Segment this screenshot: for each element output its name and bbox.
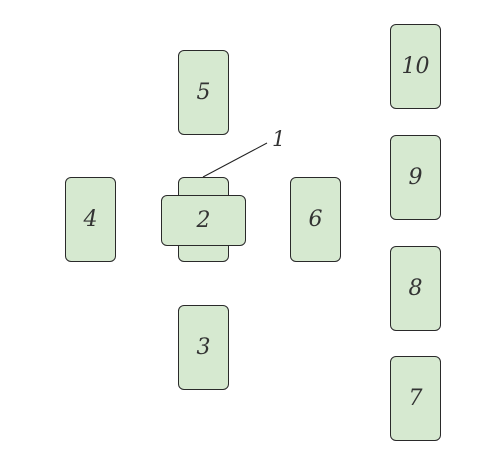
card-label-4: 4 — [83, 207, 98, 232]
card-label-6: 6 — [308, 207, 323, 232]
card-label-2: 2 — [196, 208, 211, 233]
card-label-9: 9 — [408, 165, 423, 190]
leader-line-1 — [202, 142, 268, 178]
card-position-3: 3 — [178, 305, 229, 390]
card-label-1: 1 — [272, 127, 286, 151]
card-label-10: 10 — [401, 54, 430, 79]
card-label-5: 5 — [196, 80, 211, 105]
card-position-4: 4 — [65, 177, 116, 262]
card-position-2: 2 — [161, 195, 246, 246]
card-position-10: 10 — [390, 24, 441, 109]
card-position-6: 6 — [290, 177, 341, 262]
card-label-8: 8 — [408, 276, 423, 301]
card-position-9: 9 — [390, 135, 441, 220]
card-position-8: 8 — [390, 246, 441, 331]
card-label-3: 3 — [196, 335, 211, 360]
card-position-7: 7 — [390, 356, 441, 441]
card-label-7: 7 — [408, 386, 423, 411]
card-position-5: 5 — [178, 50, 229, 135]
